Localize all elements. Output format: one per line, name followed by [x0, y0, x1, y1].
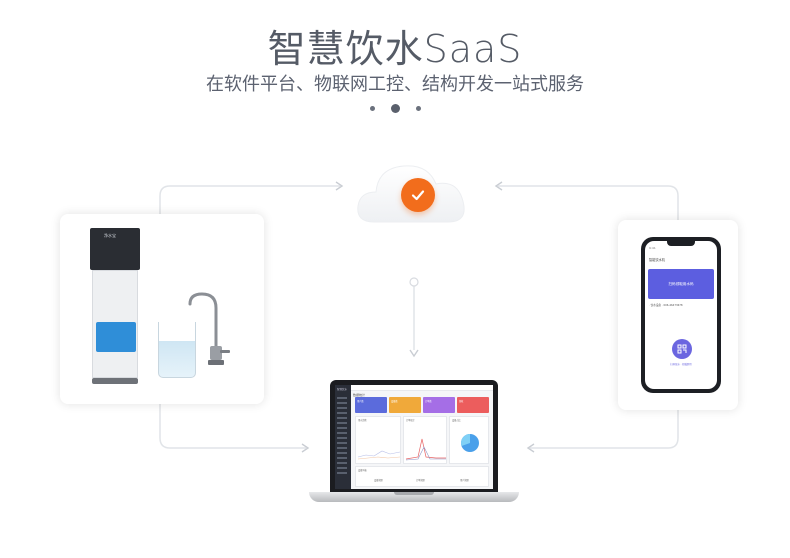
purifier-logo: 净水宝: [104, 233, 116, 238]
stat-label: 用户数: [357, 400, 364, 403]
footer-item[interactable]: 设备管理: [374, 479, 383, 482]
trend-panel: 用水趋势: [355, 416, 401, 464]
sidebar-item[interactable]: [337, 437, 347, 439]
orders-chart: [405, 438, 446, 461]
sidebar-item[interactable]: [337, 452, 347, 454]
phone-banner-text: 扫码领取用水码: [668, 282, 694, 286]
purifier-panel: [96, 322, 136, 352]
footer-item[interactable]: 订单管理: [416, 479, 425, 482]
carousel-dot[interactable]: [415, 106, 421, 111]
dashboard-topbar: [351, 385, 493, 391]
page-subtitle: 在软件平台、物联网工控、结构开发一站式服务: [206, 74, 584, 95]
dashboard-screen: 智慧饮水 数据统计 用户数 设备数 订单数 营收 用水趋势: [335, 385, 493, 489]
sidebar-item[interactable]: [337, 427, 347, 429]
sidebar-item[interactable]: [337, 472, 347, 474]
stat-label: 营收: [459, 400, 464, 403]
laptop: 智慧饮水 数据统计 用户数 设备数 订单数 营收 用水趋势: [330, 380, 498, 492]
sidebar-item[interactable]: [337, 432, 347, 434]
sidebar-item[interactable]: [337, 447, 347, 449]
dashboard-header: 数据统计: [353, 393, 366, 397]
scan-icon[interactable]: [672, 339, 692, 359]
phone-banner[interactable]: 扫码领取用水码: [648, 269, 714, 299]
sidebar-item[interactable]: [337, 407, 347, 409]
stat-label: 设备数: [391, 400, 398, 403]
check-icon: [401, 178, 435, 212]
page-title: 智慧饮水SaaS: [267, 27, 523, 71]
sidebar-item[interactable]: [337, 397, 347, 399]
carousel-dots: [0, 104, 790, 113]
device-list-panel: 设备列表 设备管理 订单管理 用户管理: [355, 466, 489, 487]
laptop-notch: [394, 492, 434, 495]
sidebar-item[interactable]: [337, 422, 347, 424]
sidebar-item[interactable]: [337, 402, 347, 404]
panel-title: 设备列表: [358, 469, 367, 472]
sidebar-item[interactable]: [337, 467, 347, 469]
dashboard-logo: 智慧饮水: [337, 388, 348, 391]
dashboard-sidebar: 智慧饮水: [335, 385, 351, 489]
mobile-phone: 9:41 智能饮水机 扫码领取用水码 · 饮水设备 · 006-46473678…: [641, 237, 721, 393]
panel-title: 用水趋势: [358, 419, 367, 422]
orders-panel: 订单统计: [403, 416, 447, 464]
trend-chart: [357, 450, 401, 460]
stat-label: 订单数: [425, 400, 432, 403]
ratio-panel: 设备占比: [449, 416, 489, 464]
sidebar-item[interactable]: [337, 462, 347, 464]
water-glass-icon: [158, 322, 196, 378]
sidebar-item[interactable]: [337, 417, 347, 419]
phone-app-title: 智能饮水机: [649, 258, 665, 262]
carousel-dot-active[interactable]: [390, 104, 400, 113]
stat-card[interactable]: 营收: [457, 397, 489, 413]
phone-scan-hint: 扫码取水 · 轻触即用: [670, 363, 692, 366]
footer-item[interactable]: 用户管理: [460, 479, 469, 482]
panel-title: 设备占比: [452, 419, 461, 422]
purifier-base: [92, 378, 138, 384]
sidebar-item[interactable]: [337, 412, 347, 414]
phone-time: 9:41: [649, 246, 656, 250]
carousel-dot[interactable]: [369, 106, 375, 111]
phone-notch: [667, 241, 695, 246]
sidebar-item[interactable]: [337, 457, 347, 459]
ratio-pie: [460, 434, 479, 452]
phone-device-row[interactable]: · 饮水设备 · 006-46473678: [649, 304, 683, 307]
stat-card[interactable]: 订单数: [423, 397, 455, 413]
purifier-machine: 净水宝: [90, 228, 140, 270]
laptop-base: [309, 492, 519, 502]
faucet-icon: [188, 292, 230, 365]
stat-card[interactable]: 用户数: [355, 397, 387, 413]
stat-card[interactable]: 设备数: [389, 397, 421, 413]
panel-title: 订单统计: [406, 419, 415, 422]
sidebar-item[interactable]: [337, 442, 347, 444]
phone-screen: 9:41 智能饮水机 扫码领取用水码 · 饮水设备 · 006-46473678…: [645, 241, 717, 389]
